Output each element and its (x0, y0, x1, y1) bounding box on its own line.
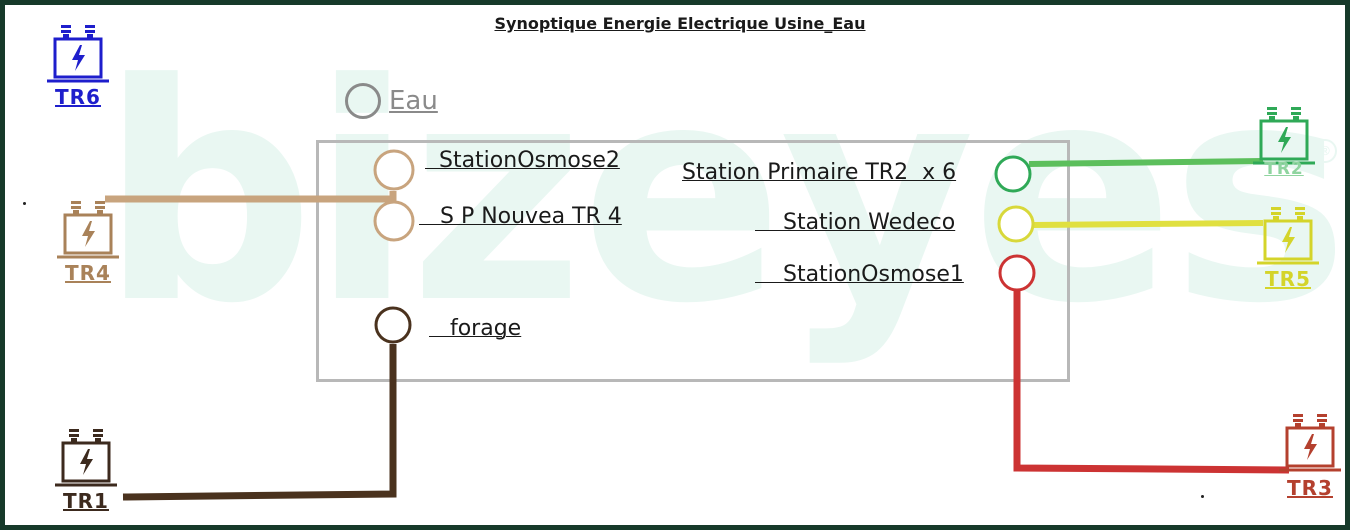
wire-tr3 (1013, 291, 1290, 474)
transformer-tr3-label: TR3 (1287, 476, 1333, 500)
transformer-tr1-label: TR1 (63, 489, 109, 513)
station-osmose2-label[interactable]: StationOsmose2 (425, 148, 620, 173)
station-sp-nouvea-label[interactable]: S P Nouvea TR 4 (419, 204, 622, 229)
osmose1-node-icon[interactable] (998, 254, 1036, 292)
transformer-tr6[interactable]: TR6 (43, 21, 113, 111)
transformer-tr2-label: TR2 (1264, 159, 1304, 179)
transformer-tr3[interactable]: TR3 (1275, 410, 1345, 502)
legend-eau: Eau (345, 83, 438, 119)
transformer-tr5[interactable]: TR5 (1249, 203, 1327, 295)
transformer-tr5-label: TR5 (1265, 267, 1311, 291)
station-forage-label[interactable]: forage (429, 316, 522, 341)
transformer-tr3-icon (1279, 414, 1341, 472)
transformer-tr4[interactable]: TR4 (51, 197, 125, 287)
speck-bottom-right (1201, 495, 1204, 498)
transformer-tr2[interactable]: TR2 (1249, 103, 1319, 189)
transformer-tr5-icon (1257, 207, 1319, 265)
wiring-layer (105, 149, 1290, 501)
diagram-title: Synoptique Energie Electrique Usine_Eau (494, 14, 866, 33)
station-primaire-label[interactable]: Station Primaire TR2 x 6 (682, 160, 957, 185)
wire-tr1 (122, 344, 397, 501)
wire-tr5 (1032, 220, 1264, 228)
transformer-tr4-icon (57, 201, 119, 259)
speck-left (23, 202, 26, 205)
wedeco-node-icon[interactable] (997, 205, 1035, 243)
station-osmose1-label[interactable]: StationOsmose1 (755, 262, 964, 287)
eau-station-group (316, 140, 1070, 382)
transformer-tr6-icon (47, 25, 109, 83)
wire-tr4 (105, 191, 397, 203)
transformer-tr1[interactable]: TR1 (47, 425, 125, 517)
transformer-tr4-label: TR4 (65, 261, 111, 285)
wire-tr2 (1028, 158, 1264, 167)
primaire-node-icon[interactable] (994, 155, 1032, 193)
registered-mark-icon: ® (1313, 139, 1337, 163)
legend-eau-label: Eau (389, 86, 438, 116)
transformer-tr2-icon (1253, 107, 1315, 165)
watermark-logo: bizeyes (100, 20, 1346, 369)
transformer-tr6-label: TR6 (55, 85, 101, 109)
legend-eau-circle-icon (345, 83, 381, 119)
osmose2-node-icon[interactable] (373, 149, 415, 191)
station-wedeco-label[interactable]: Station Wedeco (755, 210, 956, 235)
transformer-tr1-icon (55, 429, 117, 487)
forage-node-icon[interactable] (374, 306, 412, 344)
sp-nouvea-node-icon[interactable] (373, 200, 415, 242)
